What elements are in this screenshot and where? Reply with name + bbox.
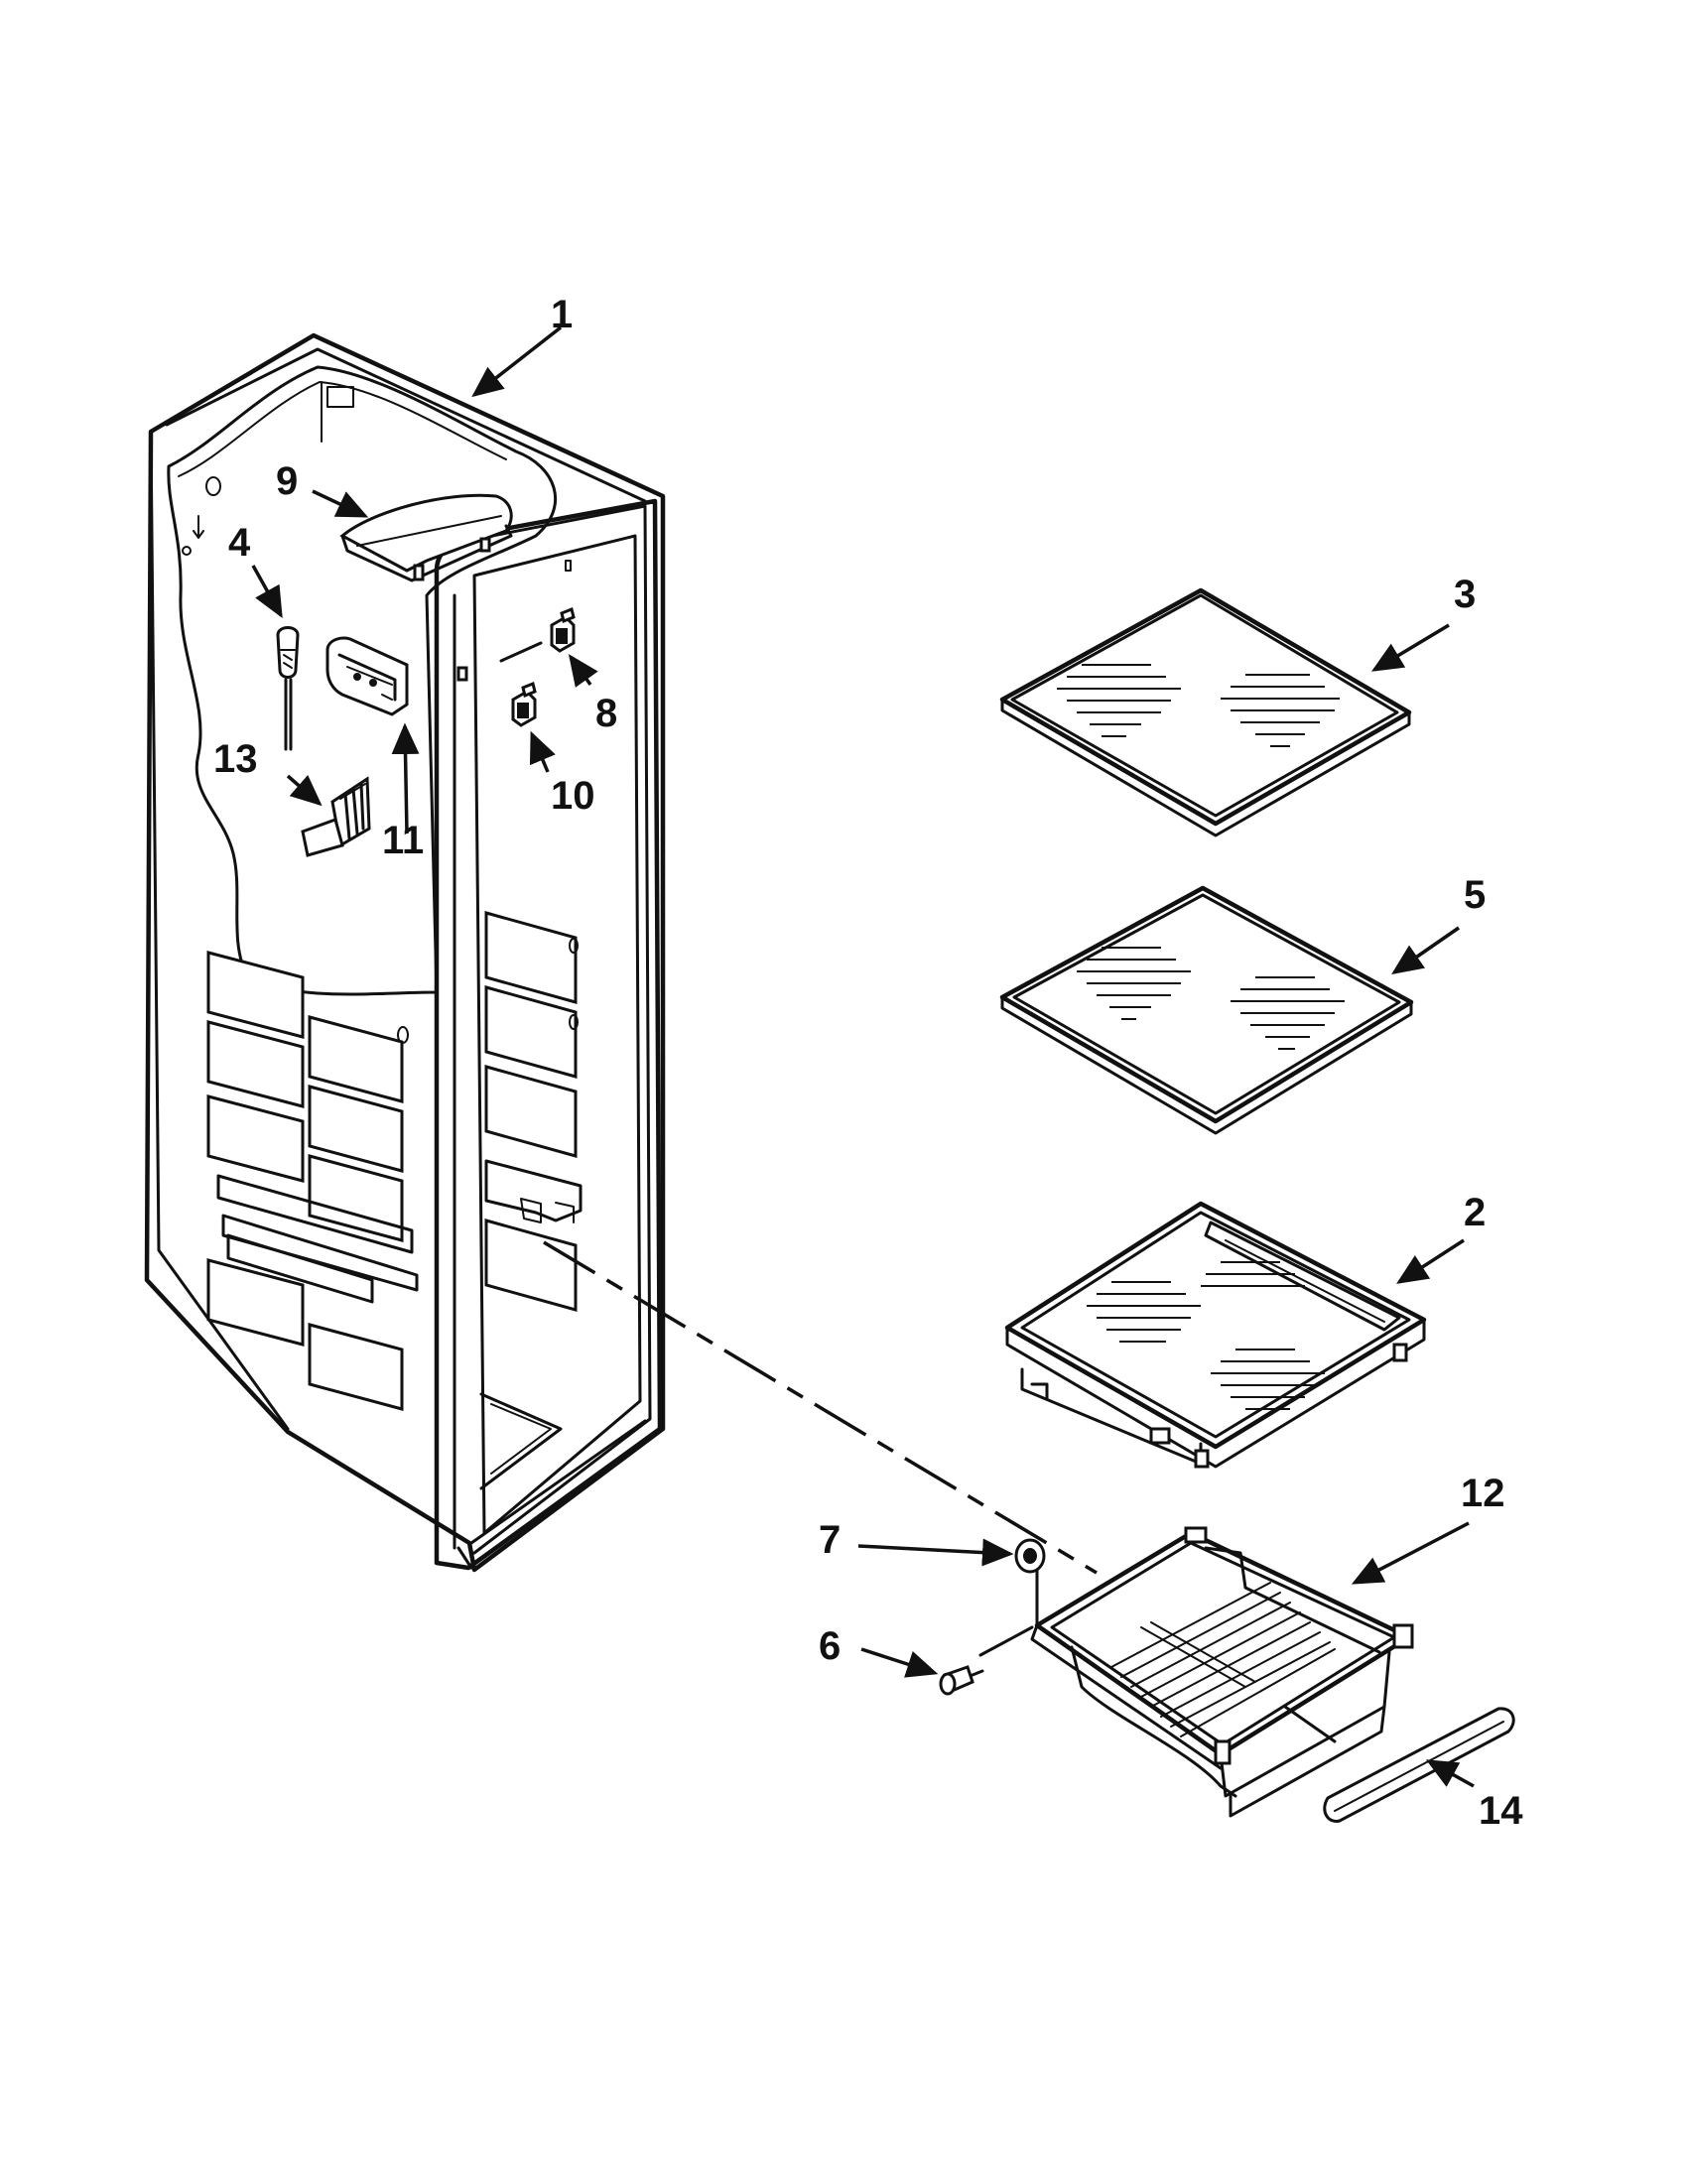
- shelf-part-2: [1004, 1201, 1427, 1469]
- side-pockets: [206, 951, 419, 1411]
- callout-5: 5: [1464, 873, 1486, 917]
- rail-part-14: [1323, 1707, 1515, 1823]
- callout-10: 10: [551, 774, 595, 818]
- callout-3: 3: [1454, 573, 1476, 616]
- support-part-10: [511, 681, 537, 727]
- shelf-part-3: [999, 587, 1412, 837]
- callout-1: 1: [551, 293, 573, 336]
- screw-part-6: [939, 1665, 984, 1696]
- callout-6: 6: [819, 1624, 841, 1668]
- callout-4: 4: [228, 521, 251, 565]
- callout-13: 13: [213, 737, 258, 781]
- support-part-8: [550, 606, 576, 653]
- callout-14: 14: [1479, 1789, 1523, 1833]
- housing-part-11: [325, 636, 409, 716]
- shelf-part-5: [999, 885, 1414, 1135]
- callout-2: 2: [1464, 1191, 1486, 1234]
- wheel-part-7: [1014, 1538, 1046, 1574]
- callout-7: 7: [819, 1518, 841, 1562]
- drawer-part-12: [978, 1526, 1414, 1818]
- leader-arrows: [251, 325, 1475, 1788]
- callout-11: 11: [382, 819, 424, 862]
- drawer-assembly-line: [543, 1240, 1098, 1575]
- sensor-part-4: [276, 626, 300, 751]
- front-frame: [434, 498, 663, 1571]
- cover-part-9: [339, 493, 513, 582]
- callout-labels: 1 2 3 4 5 6 7 8 9 10 11 12 13 14: [213, 293, 1523, 1833]
- liner-part-1: [144, 332, 666, 1573]
- bracket-part-13: [301, 776, 371, 857]
- callout-8: 8: [595, 692, 617, 735]
- callout-12: 12: [1461, 1472, 1505, 1515]
- callout-9: 9: [276, 459, 298, 503]
